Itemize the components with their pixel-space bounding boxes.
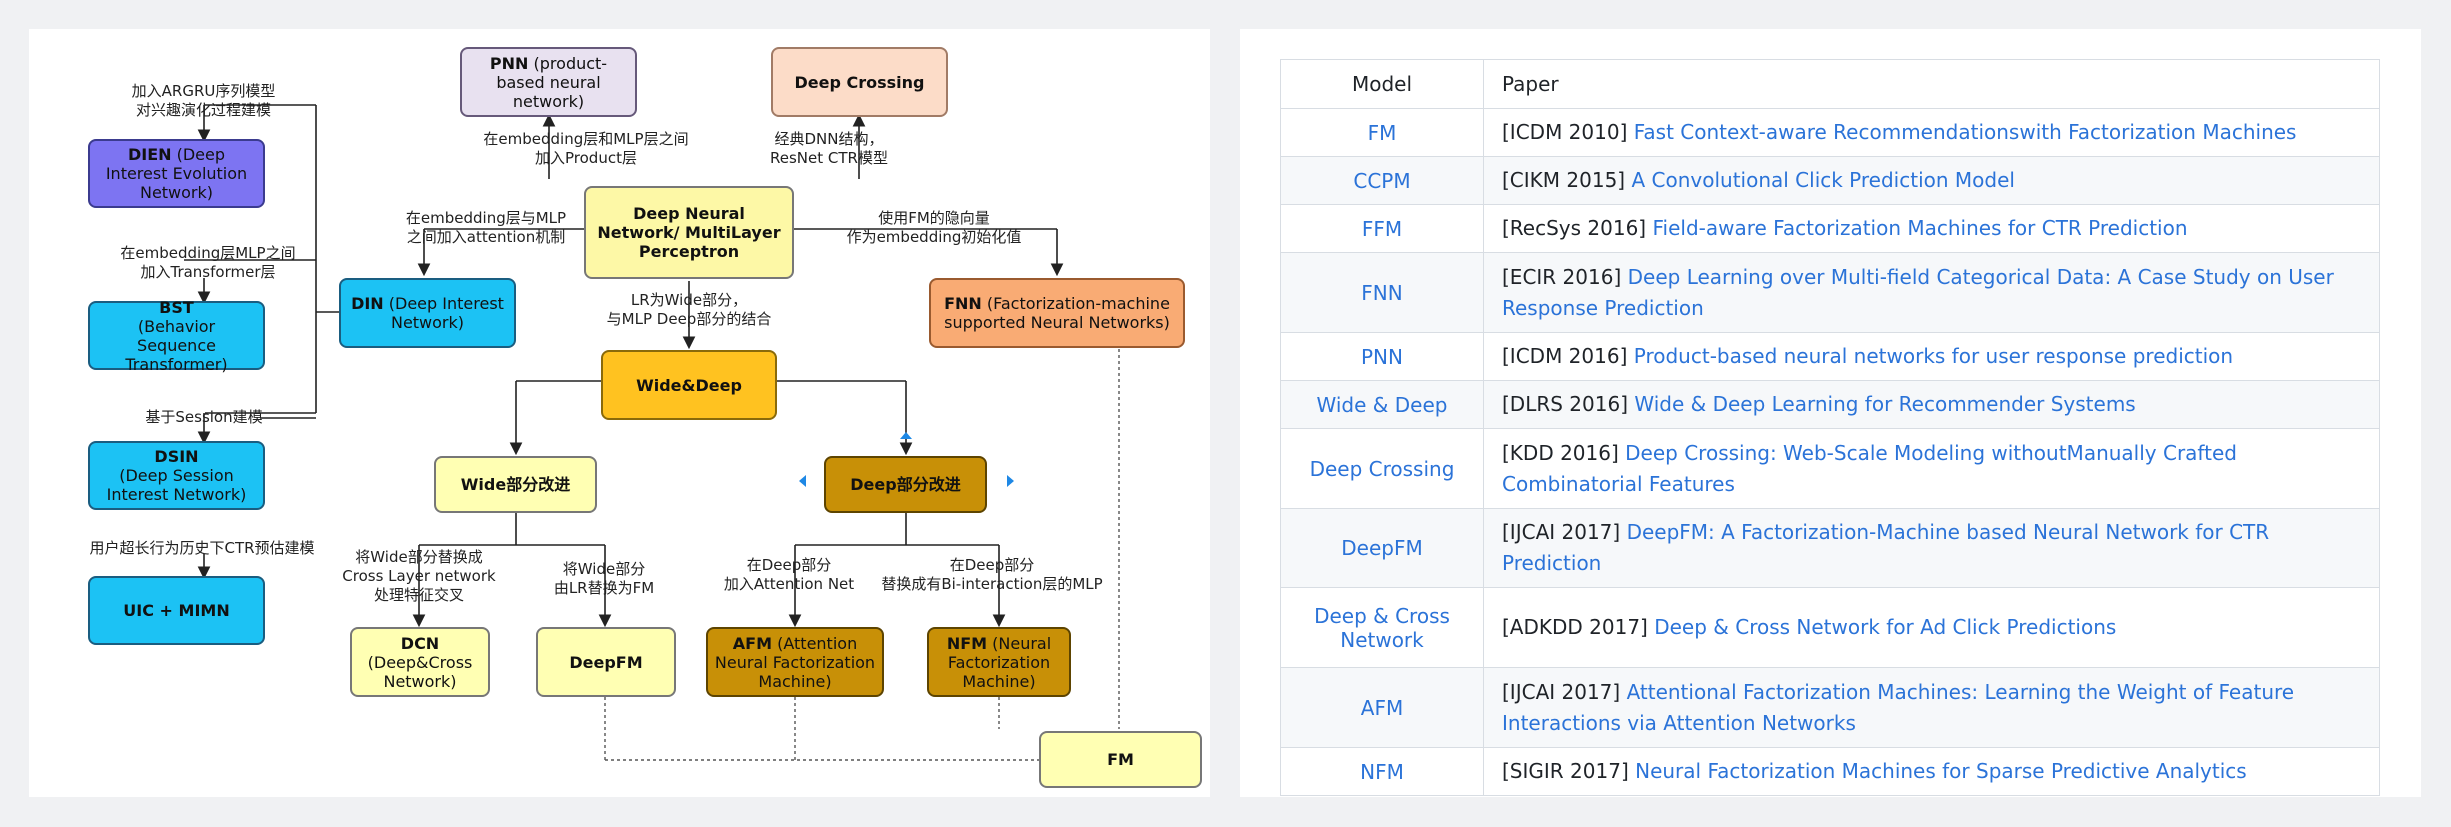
node-bst: BST(Behavior Sequence Transformer) [88, 298, 265, 374]
paper-venue: [CIKM 2015] [1502, 168, 1626, 192]
annotation-user-history: 用户超长行为历史下CTR预估建模 [89, 539, 315, 557]
paper-venue: [SIGIR 2017] [1502, 759, 1629, 783]
node-wide-improve: Wide部分改进 [434, 456, 597, 513]
annotation-lr-to-fm: 将Wide部分 由LR替换为FM [553, 560, 655, 597]
paper-link[interactable]: Attentional Factorization Machines: Lear… [1502, 679, 2295, 735]
model-cell[interactable]: DeepFM [1280, 508, 1484, 588]
annotation-fm-hidden: 使用FM的隐向量 作为embedding初始化值 [846, 209, 1022, 246]
table-row: Deep & Cross Network [ADKDD 2017] Deep &… [1280, 587, 2380, 668]
node-dien: DIEN (Deep Interest Evolution Network) [88, 139, 265, 208]
paper-link[interactable]: Deep Learning over Multi-field Categoric… [1502, 264, 2334, 320]
annotation-attention-net: 在Deep部分 加入Attention Net [723, 556, 855, 593]
annotation-dnn-structure: 经典DNN结构， ResNet CTR模型 [770, 130, 888, 167]
paper-table-panel: Model Paper FM [ICDM 2010] Fast Context-… [1240, 29, 2421, 797]
table-row: FNN [ECIR 2016] Deep Learning over Multi… [1280, 252, 2380, 333]
node-deep-improve: Deep部分改进 [824, 456, 987, 513]
table-row: Wide & Deep [DLRS 2016] Wide & Deep Lear… [1280, 380, 2380, 429]
annotation-lr-wide: LR为Wide部分， 与MLP Deep部分的结合 [606, 291, 772, 328]
paper-venue: [ADKDD 2017] [1502, 615, 1648, 639]
model-cell[interactable]: Deep Crossing [1280, 428, 1484, 509]
table-row: DeepFM [IJCAI 2017] DeepFM: A Factorizat… [1280, 508, 2380, 588]
node-uic-mimn: UIC + MIMN [88, 576, 265, 645]
paper-link[interactable]: Deep Crossing: Web-Scale Modeling withou… [1502, 440, 2237, 496]
annotation-argru: 加入ARGRU序列模型 对兴趣演化过程建模 [131, 82, 276, 119]
paper-cell: [ICDM 2016] Product-based neural network… [1483, 332, 2380, 381]
paper-link[interactable]: Product-based neural networks for user r… [1633, 344, 2234, 368]
model-cell[interactable]: FFM [1280, 204, 1484, 253]
paper-venue: [IJCAI 2017] [1502, 520, 1621, 544]
annotation-cross-layer: 将Wide部分替换成 Cross Layer network 处理特征交叉 [342, 548, 496, 604]
node-wide-deep: Wide&Deep [601, 350, 777, 420]
paper-cell: [SIGIR 2017] Neural Factorization Machin… [1483, 747, 2380, 796]
paper-venue: [DLRS 2016] [1502, 392, 1628, 416]
node-afm: AFM (Attention Neural Factorization Mach… [706, 627, 884, 697]
paper-cell: [KDD 2016] Deep Crossing: Web-Scale Mode… [1483, 428, 2380, 509]
paper-venue: [ICDM 2016] [1502, 344, 1628, 368]
node-fm: FM [1039, 731, 1202, 788]
table-row: Deep Crossing [KDD 2016] Deep Crossing: … [1280, 428, 2380, 509]
table-header-row: Model Paper [1280, 59, 2380, 109]
annotation-session: 基于Session建模 [145, 408, 263, 426]
paper-venue: [RecSys 2016] [1502, 216, 1647, 240]
model-cell[interactable]: FNN [1280, 252, 1484, 333]
model-cell[interactable]: FM [1280, 108, 1484, 157]
paper-link[interactable]: Fast Context-aware Recommendationswith F… [1633, 120, 2297, 144]
node-pnn: PNN (product-based neural network) [460, 47, 637, 117]
paper-venue: [ECIR 2016] [1502, 264, 1622, 289]
node-deepfm: DeepFM [536, 627, 676, 697]
paper-link[interactable]: A Convolutional Click Prediction Model [1631, 168, 2015, 192]
table-row: NFM [SIGIR 2017] Neural Factorization Ma… [1280, 747, 2380, 796]
model-cell[interactable]: Deep & Cross Network [1280, 587, 1484, 668]
diagram-connectors [184, 104, 1120, 761]
paper-link[interactable]: Deep & Cross Network for Ad Click Predic… [1654, 615, 2117, 639]
node-deep-crossing: Deep Crossing [771, 47, 948, 117]
annotation-product-layer: 在embedding层和MLP层之间 加入Product层 [483, 130, 689, 167]
header-paper: Paper [1483, 59, 2380, 109]
node-dcn: DCN(Deep&Cross Network) [350, 627, 490, 697]
paper-link[interactable]: Wide & Deep Learning for Recommender Sys… [1634, 392, 2136, 416]
model-cell[interactable]: PNN [1280, 332, 1484, 381]
table-row: AFM [IJCAI 2017] Attentional Factorizati… [1280, 667, 2380, 748]
node-dsin: DSIN(Deep Session Interest Network) [88, 441, 265, 510]
model-cell[interactable]: CCPM [1280, 156, 1484, 205]
paper-cell: [DLRS 2016] Wide & Deep Learning for Rec… [1483, 380, 2380, 429]
paper-table: Model Paper FM [ICDM 2010] Fast Context-… [1280, 59, 2380, 796]
paper-link[interactable]: Neural Factorization Machines for Sparse… [1635, 759, 2247, 783]
paper-cell: [IJCAI 2017] Attentional Factorization M… [1483, 667, 2380, 748]
paper-cell: [CIKM 2015] A Convolutional Click Predic… [1483, 156, 2380, 205]
paper-cell: [ICDM 2010] Fast Context-aware Recommend… [1483, 108, 2380, 157]
model-evolution-diagram: DIEN (Deep Interest Evolution Network) B… [29, 29, 1210, 797]
model-cell[interactable]: NFM [1280, 747, 1484, 796]
table-row: FFM [RecSys 2016] Field-aware Factorizat… [1280, 204, 2380, 253]
paper-link[interactable]: DeepFM: A Factorization-Machine based Ne… [1502, 520, 2270, 575]
paper-cell: [RecSys 2016] Field-aware Factorization … [1483, 204, 2380, 253]
node-fnn: FNN (Factorization-machine supported Neu… [929, 278, 1185, 348]
paper-venue: [IJCAI 2017] [1502, 679, 1621, 704]
model-cell[interactable]: AFM [1280, 667, 1484, 748]
annotation-transformer: 在embedding层MLP之间 加入Transformer层 [120, 244, 296, 281]
paper-venue: [KDD 2016] [1502, 440, 1619, 465]
paper-venue: [ICDM 2010] [1502, 120, 1628, 144]
paper-link[interactable]: Field-aware Factorization Machines for C… [1652, 216, 2188, 240]
table-row: FM [ICDM 2010] Fast Context-aware Recomm… [1280, 108, 2380, 157]
header-model: Model [1280, 59, 1484, 109]
paper-cell: [IJCAI 2017] DeepFM: A Factorization-Mac… [1483, 508, 2380, 588]
model-cell[interactable]: Wide & Deep [1280, 380, 1484, 429]
table-row: PNN [ICDM 2016] Product-based neural net… [1280, 332, 2380, 381]
node-dnn-mlp: Deep Neural Network/ MultiLayer Perceptr… [584, 186, 794, 279]
annotation-attention: 在embedding层与MLP 之间加入attention机制 [405, 209, 567, 246]
node-nfm: NFM (Neural Factorization Machine) [927, 627, 1071, 697]
paper-cell: [ECIR 2016] Deep Learning over Multi-fie… [1483, 252, 2380, 333]
node-din: DIN (Deep Interest Network) [339, 278, 516, 348]
paper-cell: [ADKDD 2017] Deep & Cross Network for Ad… [1483, 587, 2380, 668]
annotation-bi-interaction: 在Deep部分 替换成有Bi-interaction层的MLP [881, 556, 1103, 593]
table-row: CCPM [CIKM 2015] A Convolutional Click P… [1280, 156, 2380, 205]
